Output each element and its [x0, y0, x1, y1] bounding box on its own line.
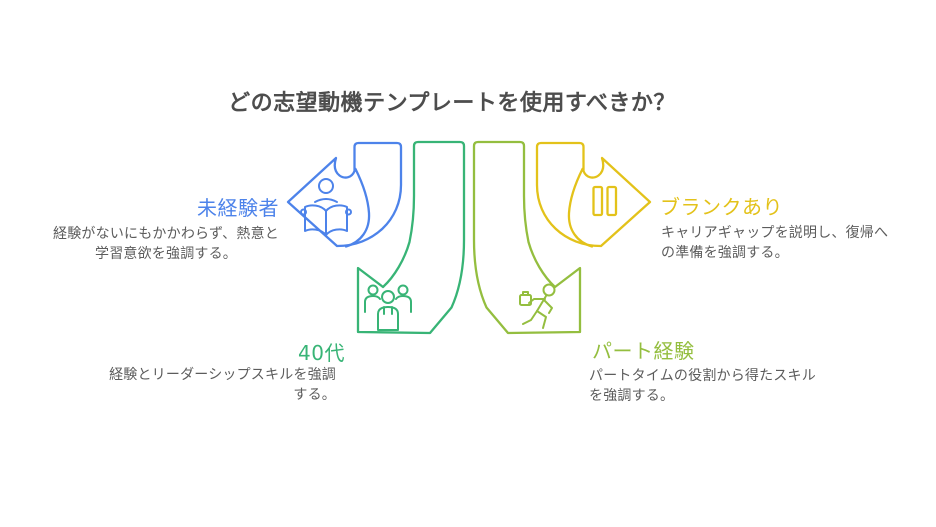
blank-description-line2: の準備を強調する。	[661, 245, 789, 261]
forties-description-line2: する。	[293, 387, 336, 403]
blank-description-line1: キャリアギャップを説明し、復帰へ	[661, 225, 889, 241]
beginner-description: 経験がないにもかかわらず、熱意と 学習意欲を強調する。	[53, 224, 279, 264]
blank-arrow-fold	[567, 167, 594, 248]
beginner-description-line1: 経験がないにもかかわらず、熱意と	[53, 226, 279, 242]
blank-arrow	[535, 141, 652, 248]
reading-person-icon	[300, 178, 352, 236]
forties-description: 経験とリーダーシップスキルを強調 する。	[109, 365, 336, 405]
parttime-description: パートタイムの役割から得たスキル を強調する。	[589, 366, 816, 406]
forties-arrow	[356, 140, 466, 335]
parttime-description-line2: を強調する。	[589, 388, 675, 404]
forties-arrow-shape	[356, 140, 466, 335]
beginner-label: 未経験者	[197, 196, 279, 220]
blank-label: ブランクあり	[660, 195, 783, 219]
blank-arrow-shape	[535, 141, 652, 248]
parttime-label: パート経験	[592, 339, 695, 363]
parttime-arrow	[472, 140, 582, 335]
running-person-icon	[519, 283, 556, 329]
beginner-description-line2: 学習意欲を強調する。	[94, 246, 237, 262]
parttime-description-line1: パートタイムの役割から得たスキル	[589, 368, 816, 384]
beginner-arrow-fold	[344, 167, 371, 248]
pause-icon	[592, 185, 618, 217]
page-title: どの志望動機テンプレートを使用すべきか？	[228, 91, 676, 116]
forties-description-line1: 経験とリーダーシップスキルを強調	[109, 367, 336, 383]
beginner-arrow-shape	[286, 141, 403, 248]
blank-description: キャリアギャップを説明し、復帰へ の準備を強調する。	[661, 223, 888, 263]
beginner-arrow	[286, 141, 403, 248]
people-group-icon	[364, 284, 412, 331]
forties-label: 40代	[298, 341, 345, 365]
parttime-arrow-shape	[472, 140, 582, 335]
